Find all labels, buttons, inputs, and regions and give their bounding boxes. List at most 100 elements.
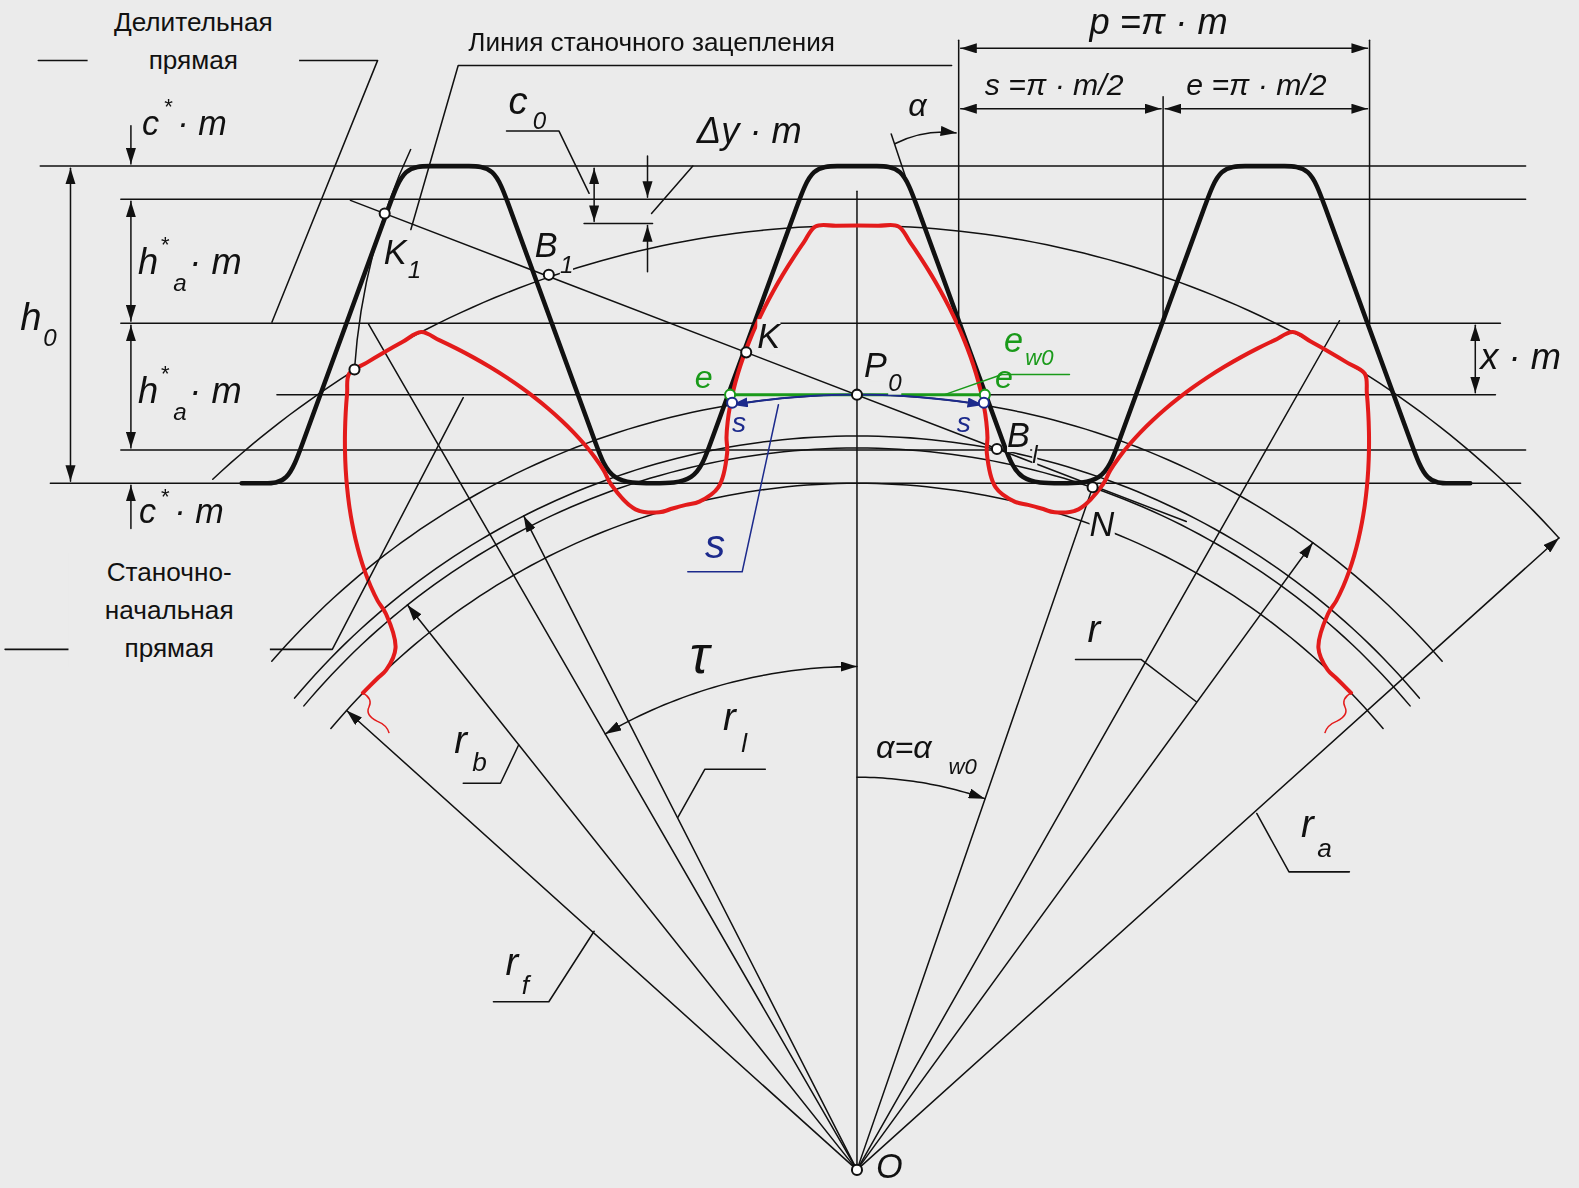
dimension-line (130, 126, 132, 164)
radius-dimension (407, 605, 856, 1170)
math-label: s (732, 409, 746, 437)
point-label: l (1032, 443, 1037, 467)
radius-label: a (1317, 835, 1332, 861)
point-marker (1088, 482, 1098, 492)
center-line (856, 191, 858, 1170)
leader-line (493, 931, 594, 1001)
math-label: · m (189, 373, 241, 409)
rack-line (584, 223, 652, 225)
angle-label: α=α (876, 731, 932, 763)
math-label: e (695, 360, 713, 392)
math-label: e (1004, 323, 1023, 357)
math-label: a (173, 271, 186, 295)
math-label: c (142, 106, 159, 140)
math-label: c (509, 82, 528, 120)
thickness-arc (857, 395, 984, 405)
point-label: O (876, 1149, 903, 1183)
math-label: s (957, 409, 971, 437)
point-label: P (864, 347, 887, 381)
point-marker (380, 208, 390, 218)
math-label: · m (177, 106, 226, 140)
math-label: * (161, 362, 170, 384)
point-marker (544, 270, 554, 280)
break-mark (1325, 693, 1351, 733)
leader-line (1075, 659, 1196, 701)
angle-arc (857, 777, 985, 798)
dimension-label: x · m (1480, 339, 1561, 375)
dimension-line (130, 485, 132, 528)
reference-line (121, 322, 1501, 324)
leader-line (678, 769, 766, 817)
point-label: 0 (888, 370, 901, 394)
radial-line (369, 324, 857, 1170)
math-label: 0 (533, 109, 546, 133)
leader-line (463, 745, 518, 783)
point-label: K (384, 235, 407, 269)
point-marker (979, 398, 989, 408)
dimension-line (70, 168, 72, 481)
leader-line (411, 65, 952, 229)
dimension-label: e =π · m/2 (1186, 69, 1326, 99)
radius-dimension (347, 710, 857, 1169)
radius-label: r (1088, 610, 1101, 648)
leader-line (38, 60, 377, 322)
point-marker (852, 1165, 862, 1175)
thickness-arc (732, 395, 857, 405)
angle-label: α (908, 89, 926, 121)
line-name: Станочно- начальная прямая (68, 553, 269, 668)
dimension-line (593, 168, 595, 221)
gear-profile (345, 225, 1369, 693)
point-marker (727, 398, 737, 408)
math-label: · m (189, 244, 241, 280)
radius-dimension (857, 543, 1313, 1170)
math-label: * (161, 486, 170, 508)
dimension-line (130, 325, 132, 448)
dimension-line (961, 48, 1368, 50)
math-label: a (173, 400, 186, 424)
math-label: e (995, 360, 1013, 392)
point-label: N (1090, 506, 1115, 540)
leader-line (688, 405, 779, 572)
radius-label: f (522, 972, 529, 998)
math-label: · m (174, 493, 223, 527)
leader-line (507, 131, 590, 193)
point-marker (349, 364, 359, 374)
math-label: h (138, 373, 158, 409)
dimension-line (647, 226, 649, 272)
point-marker (992, 444, 1002, 454)
rack-line (121, 199, 1526, 201)
point-marker (852, 390, 862, 400)
dimension-label: s =π · m/2 (985, 69, 1124, 99)
extension-line (1162, 97, 1164, 324)
math-label: h (20, 298, 41, 336)
extension-line (1369, 40, 1371, 323)
math-label: 0 (43, 326, 56, 350)
leader-line (652, 166, 693, 213)
involute-trace (354, 149, 410, 369)
point-label: 1 (560, 253, 573, 277)
break-mark (363, 693, 389, 733)
dimension-label: Δy · m (697, 113, 802, 149)
angle-label: w0 (949, 756, 977, 778)
line-name: Делительная прямая (88, 3, 299, 80)
angle-label: τ (690, 628, 710, 680)
radius-label: r (1301, 804, 1314, 842)
math-label: s (705, 524, 725, 564)
radius-dimension (524, 516, 857, 1170)
radial-line (857, 321, 1339, 1170)
point-label: B (535, 228, 558, 262)
dimension-line (1165, 108, 1367, 110)
point-marker (741, 347, 751, 357)
math-label: c (139, 493, 156, 527)
dimension-line (130, 201, 132, 321)
math-label: h (138, 244, 158, 280)
dimension-line (961, 108, 1161, 110)
point-label: B (1007, 418, 1030, 452)
point-label: K (757, 319, 780, 353)
extension-line (958, 40, 960, 323)
math-label: w0 (1025, 347, 1053, 369)
dimension-line (1475, 325, 1477, 392)
math-label: * (161, 234, 170, 256)
radius-label: l (741, 730, 747, 756)
radius-label: r (506, 942, 519, 980)
